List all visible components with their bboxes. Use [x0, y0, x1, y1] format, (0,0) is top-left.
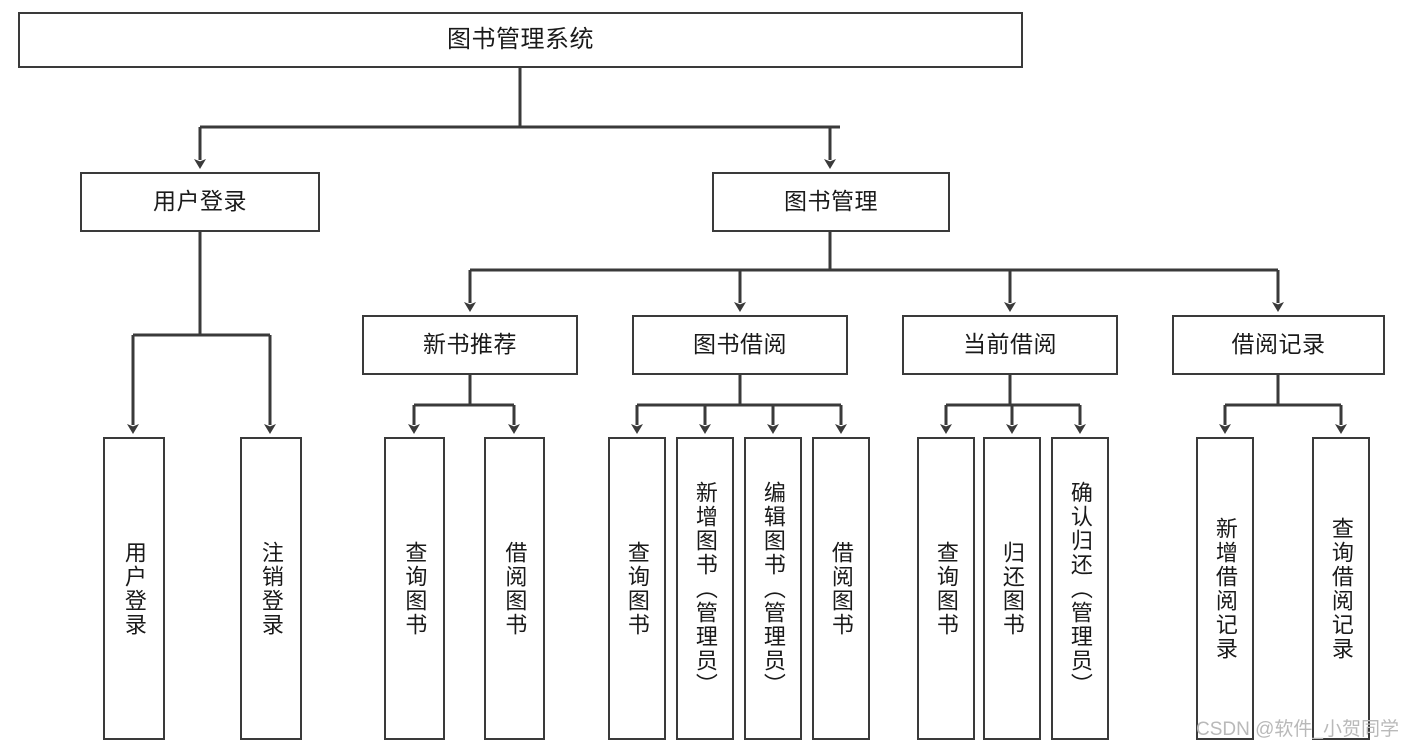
leaf-add-book-admin[interactable]: 新增图书（管理员）	[676, 437, 734, 740]
leaf-add-borrow-record[interactable]: 新增借阅记录	[1196, 437, 1254, 740]
leaf-query-borrow-record[interactable]: 查询借阅记录	[1312, 437, 1370, 740]
node-book-management[interactable]: 图书管理	[712, 172, 950, 232]
node-label: 图书管理系统	[447, 25, 594, 53]
node-label: 用户登录	[121, 540, 147, 637]
node-label: 新增图书（管理员）	[692, 480, 718, 697]
node-label: 借阅图书	[502, 540, 528, 637]
node-label: 借阅记录	[1231, 331, 1326, 358]
node-root-system[interactable]: 图书管理系统	[18, 12, 1023, 68]
leaf-query-book-current[interactable]: 查询图书	[917, 437, 975, 740]
node-label: 归还图书	[999, 540, 1025, 637]
leaf-query-book[interactable]: 查询图书	[608, 437, 666, 740]
node-label: 注销登录	[258, 540, 284, 637]
leaf-query-book-recommend[interactable]: 查询图书	[384, 437, 445, 740]
leaf-edit-book-admin[interactable]: 编辑图书（管理员）	[744, 437, 802, 740]
node-label: 图书管理	[784, 188, 878, 215]
node-label: 查询借阅记录	[1328, 516, 1354, 661]
node-label: 编辑图书（管理员）	[760, 480, 786, 697]
leaf-borrow-book-recommend[interactable]: 借阅图书	[484, 437, 545, 740]
node-label: 图书借阅	[693, 331, 787, 358]
node-label: 查询图书	[402, 540, 428, 637]
watermark: CSDN @软件_小贺同学	[1196, 719, 1399, 740]
node-current-borrow[interactable]: 当前借阅	[902, 315, 1118, 375]
leaf-borrow-book[interactable]: 借阅图书	[812, 437, 870, 740]
node-book-borrow[interactable]: 图书借阅	[632, 315, 848, 375]
node-label: 查询图书	[624, 540, 650, 637]
node-label: 查询图书	[933, 540, 959, 637]
node-borrow-record[interactable]: 借阅记录	[1172, 315, 1385, 375]
node-label: 新增借阅记录	[1212, 516, 1238, 661]
node-user-login[interactable]: 用户登录	[80, 172, 320, 232]
leaf-user-login[interactable]: 用户登录	[103, 437, 165, 740]
node-label: 新书推荐	[423, 331, 517, 358]
node-label: 借阅图书	[828, 540, 854, 637]
leaf-return-book[interactable]: 归还图书	[983, 437, 1041, 740]
node-new-book-recommend[interactable]: 新书推荐	[362, 315, 578, 375]
node-label: 用户登录	[153, 188, 247, 215]
node-label: 确认归还（管理员）	[1067, 480, 1093, 697]
leaf-logout[interactable]: 注销登录	[240, 437, 302, 740]
node-label: 当前借阅	[963, 331, 1057, 358]
leaf-confirm-return-admin[interactable]: 确认归还（管理员）	[1051, 437, 1109, 740]
